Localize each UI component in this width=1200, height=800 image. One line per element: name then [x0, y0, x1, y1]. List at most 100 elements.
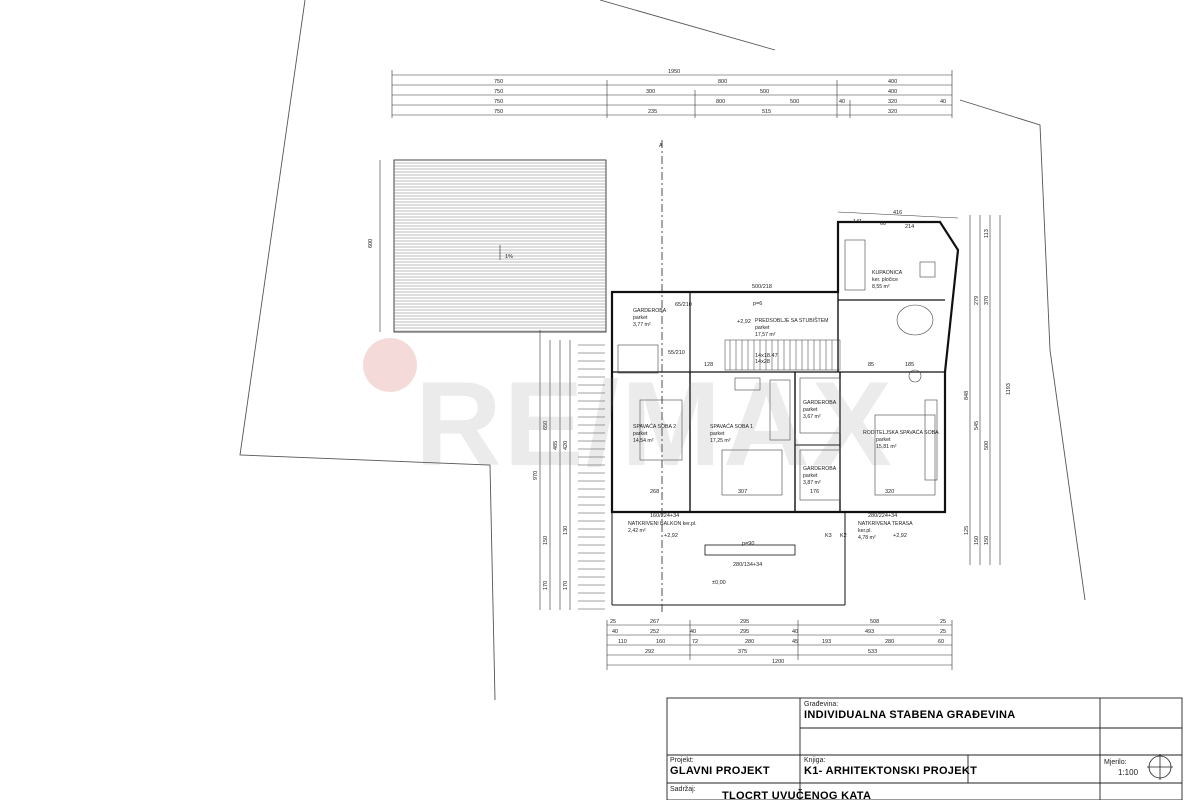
- bottom-dimension-labels: 25 267 295 508 25 40 252 40 295 40 493 2…: [610, 619, 946, 665]
- right-dimension-labels: 1193 848 545 500 370 279 113 125 150 150: [964, 229, 1012, 545]
- dim-label: 193: [822, 639, 831, 645]
- dim-label: 420: [563, 441, 569, 450]
- dim-label: 800: [718, 79, 727, 85]
- projekt-value: GLAVNI PROJEKT: [670, 765, 770, 777]
- dim-label: 600: [368, 239, 374, 248]
- dim-label: 320: [888, 109, 897, 115]
- room-floor: ker. pločice: [872, 277, 898, 283]
- dim-label: 150: [543, 536, 549, 545]
- dim-label: 750: [494, 89, 503, 95]
- dim-label: 141: [853, 219, 862, 225]
- dim-label: 500: [760, 89, 769, 95]
- dim-label: 60: [938, 639, 944, 645]
- room-name: GARDEROBA: [633, 308, 667, 314]
- room-floor: parket: [633, 431, 648, 437]
- room-floor: ker.pl.: [858, 528, 872, 534]
- dim-label: 400: [888, 79, 897, 85]
- room-floor: parket: [755, 325, 770, 331]
- top-dimension-labels: 1950 750 800 400 750 300 500 400 750 800…: [494, 69, 946, 115]
- room-spavaca-soba-2: SPAVAĆA SOBA 2 parket 14,54 m²: [633, 423, 676, 444]
- room-kupaonica: KUPAONICA ker. pločice 8,55 m²: [872, 270, 903, 290]
- dim-label: 113: [984, 229, 990, 238]
- dim-label: 40: [612, 629, 618, 635]
- dim-note: 55/210: [668, 350, 685, 356]
- dim-label: 750: [494, 99, 503, 105]
- dim-label: 1193: [1006, 383, 1012, 395]
- sadrzaj-value: TLOCRT UVUČENOG KATA: [722, 789, 871, 800]
- marker-k3: K3: [825, 533, 832, 539]
- left-dimension-labels: 600 970 650 485 420 150 130 170 170: [368, 239, 569, 590]
- dim-note: 268: [650, 489, 659, 495]
- terrace-hatch: 1%: [393, 159, 607, 333]
- dim-label: 267: [650, 619, 659, 625]
- dim-label: 485: [553, 441, 559, 450]
- level-upper-terasa: +2,92: [893, 533, 907, 539]
- room-floor: parket: [803, 473, 818, 479]
- dim-label: 848: [964, 391, 970, 400]
- room-name: NATKRIVENI BALKON ker.pl.: [628, 521, 697, 527]
- dim-label: 515: [762, 109, 771, 115]
- room-balkon: NATKRIVENI BALKON ker.pl. 2,42 m²: [628, 521, 697, 534]
- dim-label: 235: [648, 109, 657, 115]
- dim-label: 110: [618, 639, 627, 645]
- dim-label: 72: [692, 639, 698, 645]
- dim-note: 14x28: [755, 359, 770, 365]
- dim-note: 185: [905, 362, 914, 368]
- room-area: 3,87 m²: [803, 480, 821, 486]
- room-floor: parket: [633, 315, 648, 321]
- kupaonica-top-dims: 416 141 60 214: [837, 210, 959, 230]
- dim-label: 170: [563, 581, 569, 590]
- room-floor: parket: [803, 407, 818, 413]
- title-block: [666, 697, 1183, 800]
- dim-note: 320: [885, 489, 894, 495]
- dim-note: 280/134+34: [733, 562, 762, 568]
- dim-label: 416: [893, 210, 902, 216]
- room-area: 15,81 m²: [876, 444, 897, 450]
- dim-label: 545: [974, 421, 980, 430]
- room-name: PREDSOBLJE SA STUBIŠTEM: [755, 317, 829, 324]
- dim-label: 500: [984, 441, 990, 450]
- dim-note: 85: [868, 362, 874, 368]
- dim-label: 650: [543, 421, 549, 430]
- dim-label: 320: [888, 99, 897, 105]
- level-upper-predsoblje: +2,92: [737, 319, 751, 325]
- right-dimension-lines: [969, 215, 1001, 565]
- dim-note: 128: [704, 362, 713, 368]
- dim-label: 252: [650, 629, 659, 635]
- watermark-text: RE/MAX: [415, 357, 894, 491]
- dim-label: 25: [940, 629, 946, 635]
- dim-label: 60: [880, 221, 886, 227]
- dim-label: 295: [740, 619, 749, 625]
- gradevina-label: Građevina:: [804, 701, 838, 708]
- level-ground: ±0,00: [712, 580, 726, 586]
- room-floor: parket: [710, 431, 725, 437]
- dim-label: 160: [656, 639, 665, 645]
- dim-note: 176: [810, 489, 819, 495]
- dim-label: 493: [865, 629, 874, 635]
- section-marker-a: A: [659, 143, 663, 149]
- room-name: SPAVAĆA SOBA 1: [710, 423, 753, 430]
- dim-note: 280/224+34: [868, 513, 897, 519]
- slope-label: 1%: [505, 254, 513, 260]
- dim-label: 150: [984, 536, 990, 545]
- dim-label: 130: [563, 526, 569, 535]
- knjiga-value: K1- ARHITEKTONSKI PROJEKT: [804, 765, 977, 777]
- room-area: 3,67 m²: [803, 414, 821, 420]
- dim-label: 40: [690, 629, 696, 635]
- room-floor: parket: [876, 437, 891, 443]
- dim-label: 500: [790, 99, 799, 105]
- room-spavaca-soba-1: SPAVAĆA SOBA 1 parket 17,25 m²: [710, 423, 753, 444]
- dim-label: 214: [905, 224, 914, 230]
- dim-note: 65/210: [675, 302, 692, 308]
- dim-label: 170: [543, 581, 549, 590]
- dim-label: 40: [839, 99, 845, 105]
- mjerilo-value: 1:100: [1118, 768, 1139, 777]
- room-name: SPAVAĆA SOBA 2: [633, 423, 676, 430]
- room-area: 2,42 m²: [628, 528, 646, 534]
- dim-note: p=6: [753, 301, 762, 307]
- room-terasa: NATKRIVENA TERASA ker.pl. 4,78 m²: [858, 521, 913, 541]
- left-dimension-lines: [379, 160, 571, 610]
- dim-label: 150: [974, 536, 980, 545]
- dim-label: 970: [533, 471, 539, 480]
